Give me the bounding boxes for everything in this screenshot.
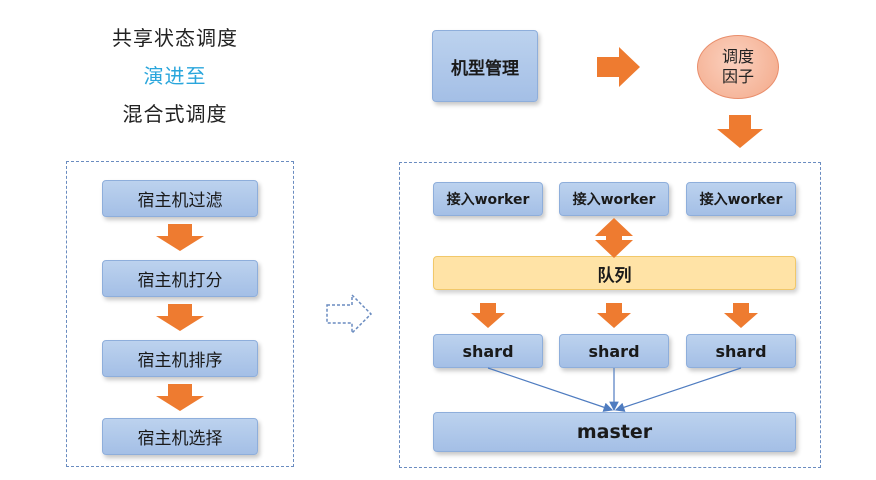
connector-shard3-master bbox=[614, 367, 742, 412]
shard-box-2: shard bbox=[559, 334, 669, 368]
double-arrow-worker-queue bbox=[595, 218, 633, 258]
title-line-2: 演进至 bbox=[143, 64, 207, 88]
down-arrow-2 bbox=[156, 304, 204, 331]
scheduling-factor-line2: 因子 bbox=[721, 67, 754, 86]
model-management-box: 机型管理 bbox=[432, 30, 538, 102]
title-line-3: 混合式调度 bbox=[122, 102, 228, 126]
down-arrow-shard-1 bbox=[471, 303, 505, 328]
down-arrow-shard-2 bbox=[597, 303, 631, 328]
host-filter-box: 宿主机过滤 bbox=[102, 180, 258, 217]
access-worker-box-1: 接入worker bbox=[433, 182, 543, 216]
shard-box-3: shard bbox=[686, 334, 796, 368]
host-pipeline-container bbox=[66, 161, 294, 467]
host-select-box: 宿主机选择 bbox=[102, 418, 258, 455]
access-worker-box-2: 接入worker bbox=[559, 182, 669, 216]
right-arrow-model-to-factor bbox=[597, 47, 640, 87]
down-arrow-factor bbox=[717, 115, 763, 148]
evolve-arrow bbox=[326, 293, 373, 335]
scheduler-container bbox=[399, 162, 821, 468]
access-worker-box-3: 接入worker bbox=[686, 182, 796, 216]
connector-shard1-master bbox=[487, 367, 614, 412]
scheduling-factor-circle: 调度 因子 bbox=[697, 35, 779, 99]
master-box: master bbox=[433, 412, 796, 452]
down-arrow-shard-3 bbox=[724, 303, 758, 328]
down-arrow-1 bbox=[156, 224, 204, 251]
host-sort-box: 宿主机排序 bbox=[102, 340, 258, 377]
queue-bar: 队列 bbox=[433, 256, 796, 290]
down-arrow-3 bbox=[156, 384, 204, 411]
host-score-box: 宿主机打分 bbox=[102, 260, 258, 297]
scheduling-factor-line1: 调度 bbox=[721, 47, 754, 66]
shard-box-1: shard bbox=[433, 334, 543, 368]
title-line-1: 共享状态调度 bbox=[112, 26, 238, 50]
